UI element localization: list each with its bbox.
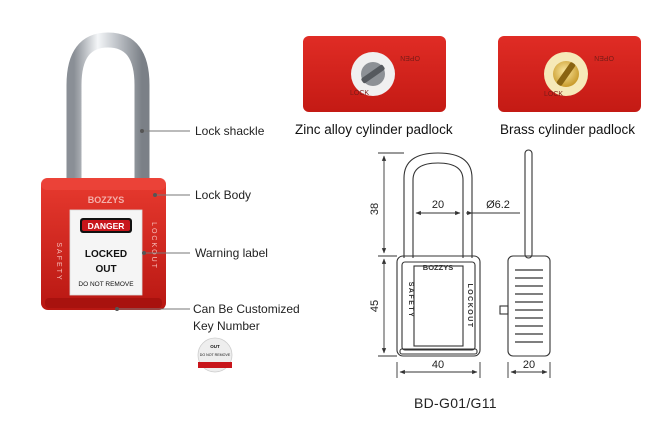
warning-label: DANGER LOCKED OUT DO NOT REMOVE: [69, 209, 143, 296]
zinc-cylinder-image: LOCK OPEN: [303, 36, 446, 112]
key-number-tag: OUT DO NOT REMOVE: [197, 337, 233, 373]
drawing-side-left: SAFETY: [407, 282, 414, 319]
locked-text: LOCKED: [85, 249, 127, 260]
zinc-open-text: OPEN: [400, 54, 420, 61]
callout-key-number: Key Number: [193, 319, 260, 333]
body-side-text-right: LOCKOUT: [150, 222, 157, 270]
dim-body-width: 40: [432, 359, 444, 371]
dim-shackle-inner-width: 20: [432, 199, 444, 211]
lock-shackle: [66, 32, 150, 186]
out-text: OUT: [95, 264, 116, 275]
side-view-drawing: [499, 149, 551, 357]
callout-lines: [117, 130, 190, 310]
drawing-side-right: LOCKOUT: [466, 283, 473, 328]
drawing-brand: BOZZYS: [423, 263, 453, 272]
callout-dots: [115, 129, 157, 311]
do-not-remove-text: DO NOT REMOVE: [78, 281, 134, 288]
dimension-values: 38 45 20 Ø6.2 40 20: [369, 199, 535, 371]
side-body-ribs: [515, 269, 543, 343]
callout-warning-label: Warning label: [195, 246, 268, 260]
dim-shackle-diameter: Ø6.2: [486, 199, 510, 211]
brass-variant-caption: Brass cylinder padlock: [500, 122, 636, 137]
danger-text: DANGER: [88, 221, 125, 231]
dim-shackle-height: 38: [369, 203, 381, 215]
drawing-body: [396, 255, 481, 357]
model-number: BD-G01/G11: [414, 395, 497, 411]
callout-customized: Can Be Customized: [193, 302, 300, 316]
red-padlock: SAFETY LOCKOUT BOZZYS DANGER LOCKED OUT …: [41, 32, 166, 310]
callout-lock-shackle: Lock shackle: [195, 124, 265, 138]
brass-open-text: OPEN: [594, 54, 614, 61]
brass-lock-text: LOCK: [544, 91, 563, 98]
brand-engraving: BOZZYS: [88, 195, 125, 205]
brass-cylinder-image: LOCK OPEN: [498, 36, 641, 112]
tag-do-not-remove-text: DO NOT REMOVE: [200, 353, 231, 357]
side-shackle: [524, 149, 533, 259]
dimension-lines: [378, 152, 551, 378]
zinc-lock-text: LOCK: [350, 90, 369, 97]
zinc-variant-caption: Zinc alloy cylinder padlock: [295, 122, 453, 137]
dim-body-height: 45: [369, 300, 381, 312]
callout-lock-body: Lock Body: [195, 188, 252, 202]
front-view-drawing: [396, 152, 481, 357]
body-side-text-left: SAFETY: [55, 242, 62, 281]
side-body: [507, 255, 551, 357]
dim-side-depth: 20: [523, 359, 535, 371]
drawing-shackle: [403, 152, 473, 258]
tag-out-text: OUT: [210, 344, 220, 349]
